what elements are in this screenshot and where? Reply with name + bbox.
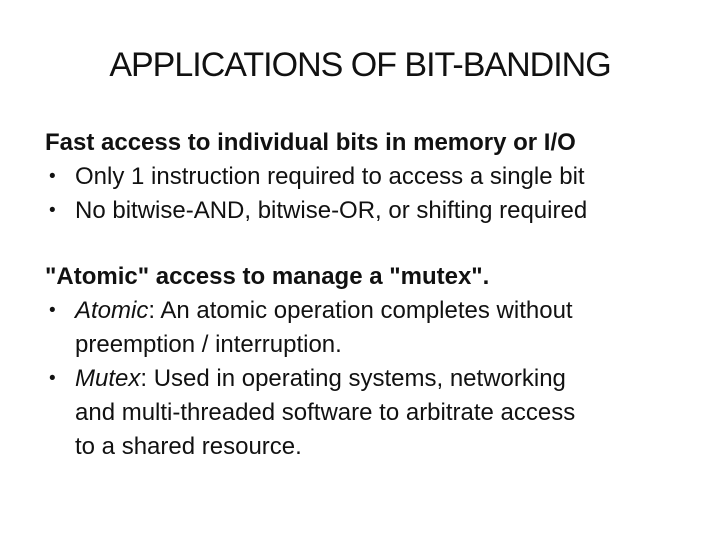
bullet-line: to a shared resource. xyxy=(75,433,302,460)
bullet-text: Only 1 instruction required to access a … xyxy=(75,160,695,194)
bullet-line: and multi-threaded software to arbitrate… xyxy=(75,399,576,426)
bullet-line: preemption / interruption. xyxy=(75,331,342,358)
bullet-line-text: : An atomic operation completes without xyxy=(148,297,573,324)
bullet-text: No bitwise-AND, bitwise-OR, or shifting … xyxy=(75,194,695,228)
bullet-line: Only 1 instruction required to access a … xyxy=(75,160,695,194)
list-item: • Mutex: Used in operating systems, netw… xyxy=(45,362,695,464)
slide-body: Fast access to individual bits in memory… xyxy=(45,126,695,464)
section-heading: Fast access to individual bits in memory… xyxy=(45,129,576,156)
bullet-text: Atomic: An atomic operation completes wi… xyxy=(75,294,695,362)
bullet-line: Atomic: An atomic operation completes wi… xyxy=(75,294,695,328)
bullet-text: Mutex: Used in operating systems, networ… xyxy=(75,362,695,464)
list-item: • Only 1 instruction required to access … xyxy=(45,160,695,194)
bullet-icon: • xyxy=(49,200,56,221)
bullet-list: • Only 1 instruction required to access … xyxy=(45,160,695,228)
page-title: APPLICATIONS OF BIT-BANDING xyxy=(109,46,611,84)
bullet-line: Mutex: Used in operating systems, networ… xyxy=(75,362,695,396)
section-fast-access: Fast access to individual bits in memory… xyxy=(45,126,695,228)
list-item: • Atomic: An atomic operation completes … xyxy=(45,294,695,362)
list-item: • No bitwise-AND, bitwise-OR, or shiftin… xyxy=(45,194,695,228)
bullet-line-text: : Used in operating systems, networking xyxy=(140,365,566,392)
bullet-term: Atomic xyxy=(75,297,149,324)
bullet-term: Mutex xyxy=(75,365,141,392)
bullet-line-text: Only 1 instruction required to access a … xyxy=(75,163,585,190)
bullet-icon: • xyxy=(49,368,56,389)
bullet-icon: • xyxy=(49,166,56,187)
section-heading: "Atomic" access to manage a "mutex". xyxy=(45,263,490,290)
bullet-line-text: No bitwise-AND, bitwise-OR, or shifting … xyxy=(75,197,588,224)
section-atomic-access: "Atomic" access to manage a "mutex". • A… xyxy=(45,260,695,464)
bullet-line: No bitwise-AND, bitwise-OR, or shifting … xyxy=(75,194,695,228)
bullet-icon: • xyxy=(49,300,56,321)
bullet-list: • Atomic: An atomic operation completes … xyxy=(45,294,695,464)
